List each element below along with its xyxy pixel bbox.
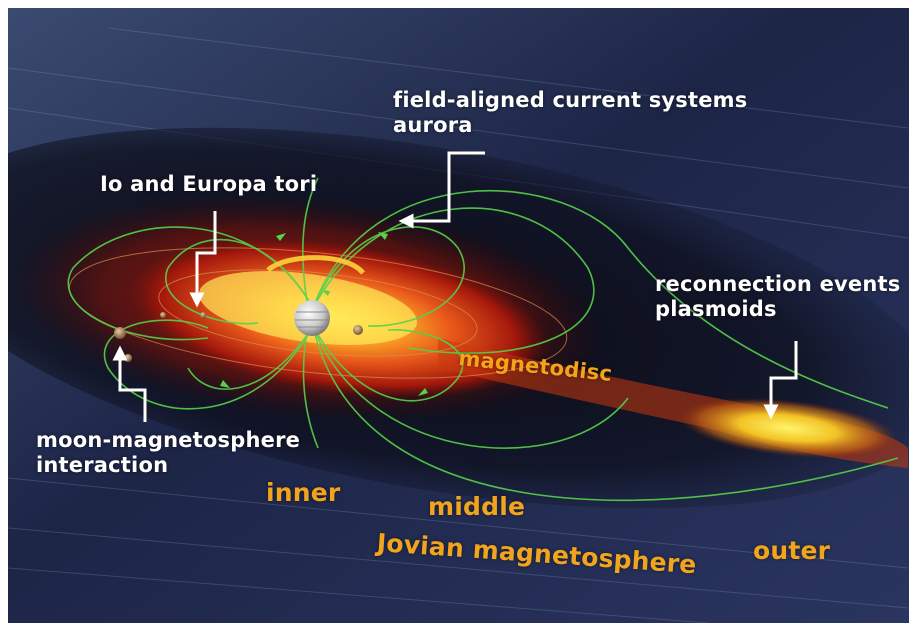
- label-reconnection-line1: reconnection events: [655, 272, 901, 296]
- label-reconnection: reconnection events plasmoids: [655, 272, 900, 322]
- arrow-field-aligned: [398, 151, 485, 229]
- label-region-inner: inner: [266, 478, 341, 507]
- label-field-aligned-line2: aurora: [393, 112, 473, 137]
- moon-io: [200, 312, 206, 318]
- magnetosphere-illustration: [8, 8, 909, 623]
- label-moon-interaction-line1: moon-magnetosphere: [36, 428, 301, 452]
- magnetic-field-lines: [67, 177, 899, 502]
- arrow-reconnection: [763, 341, 798, 420]
- magnetosphere-diagram: field-aligned current systems aurora Io …: [8, 8, 909, 623]
- jupiter-planet: [294, 300, 330, 336]
- label-moon-interaction-line2: interaction: [36, 452, 169, 477]
- arrow-moon-interaction: [112, 345, 147, 422]
- label-region-outer: outer: [753, 536, 831, 565]
- moon-ganymede: [124, 354, 132, 362]
- label-io-europa: Io and Europa tori: [100, 172, 318, 196]
- jupiter-bands: [295, 311, 329, 328]
- label-field-aligned-line1: field-aligned current systems: [393, 88, 748, 112]
- label-region-middle: middle: [428, 492, 526, 521]
- label-moon-interaction: moon-magnetosphere interaction: [36, 428, 300, 478]
- moon-europa: [160, 312, 166, 318]
- moon-callisto: [114, 327, 126, 339]
- arrow-io-europa: [189, 211, 217, 308]
- callout-arrows: [112, 151, 798, 422]
- field-line-arrows: [220, 232, 428, 396]
- plasmoid: [678, 397, 898, 459]
- aurora-oval: [266, 255, 365, 275]
- moon-near: [353, 325, 363, 335]
- label-field-aligned: field-aligned current systems aurora: [393, 88, 747, 138]
- label-reconnection-line2: plasmoids: [655, 296, 777, 321]
